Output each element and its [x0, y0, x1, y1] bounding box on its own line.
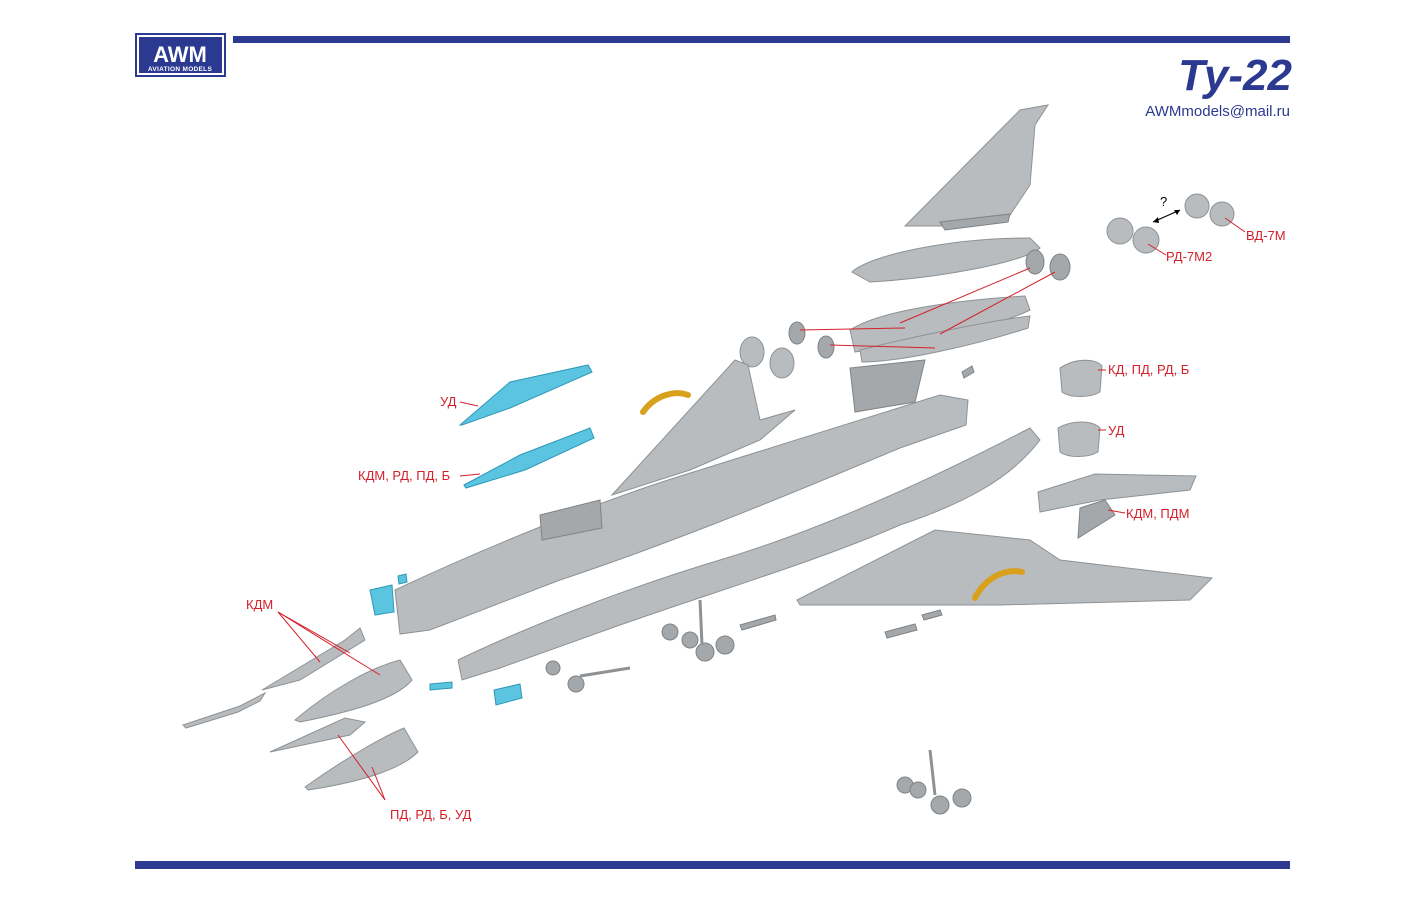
canopy-frame-lower — [972, 568, 1025, 601]
small-cyan-part-1 — [369, 584, 395, 616]
gear-door — [739, 614, 777, 631]
leader-lines — [277, 217, 1246, 801]
logo-subtext: AVIATION MODELS — [148, 66, 213, 73]
canopy-frame-upper — [640, 390, 691, 415]
flap-piece-2 — [921, 609, 943, 621]
small-cyan-part-4 — [493, 683, 523, 706]
tail-small-part — [961, 365, 975, 379]
engine-nacelle-upper — [851, 237, 1041, 283]
nose-cone-kdm-1 — [261, 627, 366, 691]
small-cyan-part-2 — [397, 573, 408, 585]
label-kd-pd-rd-b: КД, ПД, РД, Б — [1108, 362, 1189, 377]
top-rule — [233, 36, 1290, 43]
nozzle-ring-1 — [1025, 249, 1045, 275]
ud-nose-variant — [458, 364, 593, 426]
horizontal-stabilizer — [1037, 473, 1197, 513]
vertical-stabilizer — [903, 104, 1050, 227]
engine-fan-discs — [739, 321, 835, 379]
landing-gear-assembled — [896, 749, 972, 815]
fuselage-lower-half — [457, 427, 1041, 681]
stabilizer-root-piece — [1077, 499, 1116, 539]
nose-landing-gear — [545, 660, 631, 693]
label-kdm: КДМ — [246, 597, 273, 612]
kdm-rd-pd-b-nose-variant — [463, 427, 595, 489]
label-kdm-pdm: КДМ, ПДМ — [1126, 506, 1189, 521]
wing-lower — [796, 529, 1214, 606]
nose-cone-pd — [304, 727, 419, 791]
fuselage-inner-rib — [539, 499, 603, 541]
label-kdm-rd-pd-b: КДМ, РД, ПД, Б — [358, 468, 450, 483]
label-ud-left: УД — [440, 394, 457, 409]
wing-upper — [610, 359, 796, 497]
intake-kd — [1059, 359, 1103, 397]
label-question: ? — [1160, 194, 1167, 209]
nozzle-ring-2 — [1049, 253, 1071, 281]
logo-text: AWM — [153, 42, 207, 67]
nose-cone-3 — [269, 717, 367, 753]
vd7m-nozzles — [1184, 193, 1235, 227]
label-ud-right: УД — [1108, 423, 1125, 438]
nose-cone-kdm-2 — [294, 659, 413, 723]
awm-logo: AWM AVIATION MODELS — [135, 33, 226, 77]
label-rd7m2: РД-7М2 — [1166, 249, 1212, 264]
label-pd-rd-b-ud: ПД, РД, Б, УД — [390, 807, 472, 822]
flap-piece-1 — [884, 623, 918, 639]
intake-ud — [1057, 421, 1101, 457]
bottom-rule — [135, 861, 1290, 869]
fin-base-fairing — [939, 213, 1011, 231]
fuselage-upper-half — [394, 394, 969, 635]
contact-email: AWMmodels@mail.ru — [1145, 103, 1290, 120]
small-cyan-part-3 — [429, 681, 453, 691]
engine-nacelle-belly — [859, 315, 1031, 363]
label-vd7m: ВД-7М — [1246, 228, 1286, 243]
tail-fairing — [849, 359, 926, 413]
main-landing-gear — [661, 599, 735, 662]
rd7m2-nozzles — [1106, 217, 1160, 254]
page-title: Ту-22 — [1178, 51, 1292, 100]
refueling-probe — [182, 691, 267, 729]
